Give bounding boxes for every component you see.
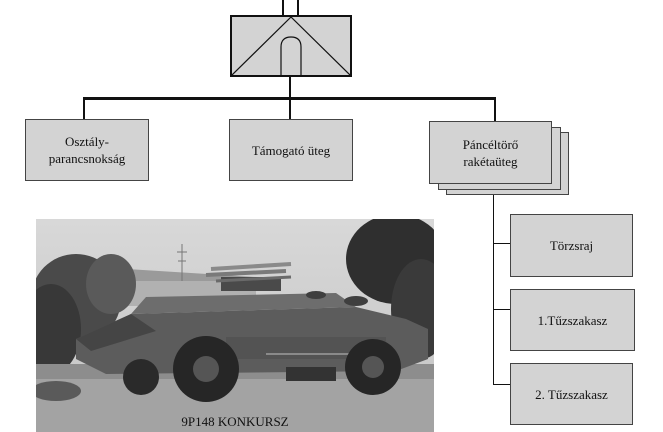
sub-unit-fire-platoon-1: 1.Tűzszakasz: [510, 289, 635, 351]
sub-unit-staff-squad-label: Törzsraj: [549, 238, 594, 253]
photo-caption: 9P148 KONKURSZ: [181, 414, 289, 429]
child-unit-support-battery: Támogató üteg: [229, 119, 353, 181]
child-unit-command: Osztály- parancsnokság: [25, 119, 149, 181]
child-unit-antitank-battery-label: Páncéltörő rakétaüteg: [462, 136, 519, 169]
armor-unit-symbol: [232, 17, 350, 75]
child-unit-command-label: Osztály- parancsnokság: [48, 134, 126, 166]
connector-sub-2: [493, 309, 510, 310]
connector-top-right: [297, 0, 299, 16]
vehicle-photo: 9P148 KONKURSZ: [36, 219, 434, 432]
sub-unit-fire-platoon-2-label: 2. Tűzszakasz: [535, 386, 608, 402]
connector-stem: [289, 76, 291, 99]
connector-sub-1: [493, 243, 510, 244]
sub-unit-staff-squad: Törzsraj: [510, 214, 633, 277]
connector-sub-3: [493, 384, 510, 385]
child-unit-support-battery-label: Támogató üteg: [251, 142, 331, 158]
connector-sub-vertical: [493, 194, 494, 385]
connector-drop-3: [494, 97, 496, 122]
top-unit-box: [230, 15, 352, 77]
connector-top-left: [282, 0, 284, 16]
connector-drop-2: [289, 97, 291, 120]
vehicle-photo-image: [36, 219, 434, 432]
child-unit-antitank-battery: Páncéltörő rakétaüteg: [429, 121, 552, 184]
sub-unit-fire-platoon-2: 2. Tűzszakasz: [510, 363, 633, 425]
sub-unit-fire-platoon-1-label: 1.Tűzszakasz: [537, 312, 608, 328]
connector-drop-1: [83, 97, 85, 120]
